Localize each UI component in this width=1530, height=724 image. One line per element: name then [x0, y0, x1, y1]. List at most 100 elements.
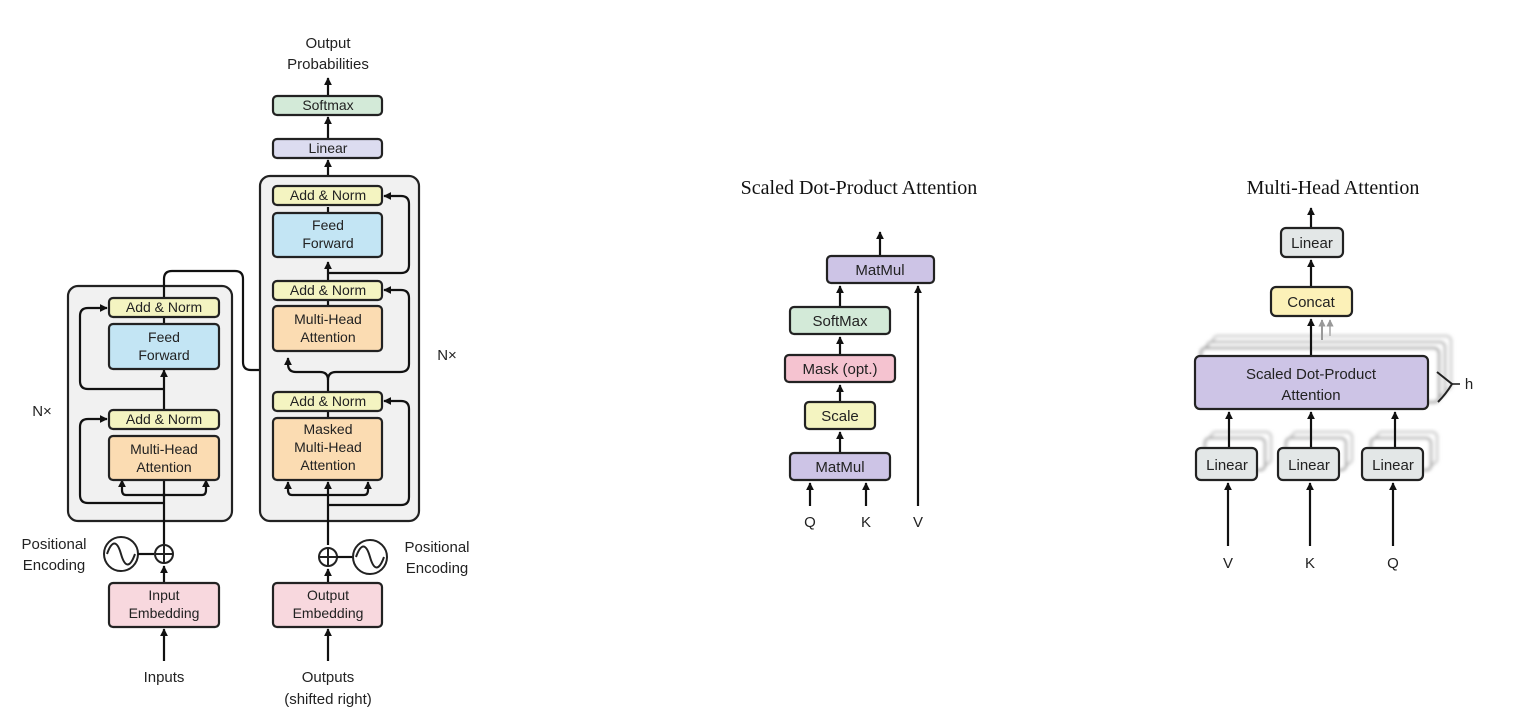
enc-output-to-decoder — [162, 269, 345, 372]
enc-mha-label-2: Attention — [136, 459, 191, 475]
enc-add-norm-bottom-label: Add & Norm — [126, 411, 202, 427]
mha-linear-q-label: Linear — [1372, 457, 1414, 474]
mha-linear-k-label: Linear — [1288, 457, 1330, 474]
encoder-repeat-label: N× — [32, 403, 52, 420]
enc-mha-box — [107, 434, 221, 482]
enc-add-norm-top-box — [107, 296, 221, 319]
sdpa-softmax-box — [788, 305, 892, 336]
dec-feed-forward-label-1: Feed — [312, 217, 344, 233]
sdpa-title: Scaled Dot-Product Attention — [741, 177, 978, 199]
dec-add-norm-top-box — [271, 184, 384, 207]
dec-query-arrow — [284, 357, 330, 381]
sdpa-matmul-top-label: MatMul — [855, 262, 904, 279]
pos-enc-left-label-1: Positional — [21, 536, 86, 553]
enc-residual-2 — [78, 304, 164, 391]
output-embedding-label-2: Embedding — [293, 605, 364, 621]
outputs-label-2: (shifted right) — [284, 691, 372, 708]
dec-add-norm-bottom-box — [271, 390, 384, 413]
mha-linear-v-box — [1194, 446, 1259, 482]
dec-mha-label-1: Multi-Head — [294, 311, 362, 327]
dec-add-norm-bottom-label: Add & Norm — [290, 393, 366, 409]
decoder-repeat-label: N× — [437, 347, 457, 364]
positional-encoding-left: Positional Encoding — [21, 536, 174, 583]
scaled-dot-product-diagram: Scaled Dot-Product Attention MatMul Soft… — [741, 177, 978, 531]
outputs-label-1: Outputs — [302, 669, 355, 686]
mha-linear-v-label: Linear — [1206, 457, 1248, 474]
dec-add-norm-top-label: Add & Norm — [290, 187, 366, 203]
dec-masked-label-1: Masked — [303, 421, 352, 437]
mha-h-label: h — [1465, 376, 1473, 393]
positional-encoding-right: Positional Encoding — [318, 539, 470, 583]
mha-linear-top-box — [1279, 226, 1345, 259]
sdpa-matmul-bottom-label: MatMul — [815, 459, 864, 476]
dec-masked-label-3: Attention — [300, 457, 355, 473]
sdpa-matmul-top-box — [825, 254, 936, 285]
mha-sdpa-label-2: Attention — [1281, 387, 1340, 404]
enc-branch-right — [164, 479, 210, 497]
multi-head-diagram: Multi-Head Attention Linear Concat Scale… — [1193, 177, 1473, 572]
enc-add-norm-top-label: Add & Norm — [126, 299, 202, 315]
enc-feed-forward-label-2: Forward — [138, 347, 189, 363]
sdpa-q-label: Q — [804, 514, 816, 531]
linear-label: Linear — [309, 140, 348, 156]
pos-enc-right-label-2: Encoding — [406, 560, 469, 577]
mha-title: Multi-Head Attention — [1247, 177, 1420, 199]
input-embedding-label-2: Embedding — [129, 605, 200, 621]
output-embedding-box — [271, 581, 384, 629]
sdpa-mask-label: Mask (opt.) — [802, 361, 877, 378]
softmax-label: Softmax — [302, 97, 353, 113]
dec-masked-label-2: Multi-Head — [294, 439, 362, 455]
output-probabilities-label-1: Output — [305, 35, 351, 52]
sdpa-v-label: V — [913, 514, 923, 531]
mha-v-label: V — [1223, 555, 1233, 572]
enc-feed-forward-box — [107, 322, 221, 371]
decoder-block: N× Add & Norm Feed Forward Add & Norm Mu… — [258, 174, 457, 545]
output-probabilities-label-2: Probabilities — [287, 56, 369, 73]
dec-add-norm-mid-label: Add & Norm — [290, 282, 366, 298]
dec-mha-box — [271, 304, 384, 353]
enc-mha-label-1: Multi-Head — [130, 441, 198, 457]
inputs-label: Inputs — [144, 669, 185, 686]
dec-residual-1 — [328, 397, 411, 507]
encoder-container — [66, 284, 234, 523]
output-embedding-label-1: Output — [307, 587, 349, 603]
mha-linear-q-box — [1360, 446, 1425, 482]
mha-q-label: Q — [1387, 555, 1399, 572]
enc-branch-left — [118, 479, 164, 497]
dec-feed-forward-box — [271, 211, 384, 259]
enc-add-norm-bottom-box — [107, 408, 221, 431]
sdpa-scale-box — [803, 400, 877, 431]
mha-k-label: K — [1305, 555, 1315, 572]
input-embedding-label-1: Input — [148, 587, 179, 603]
encoder-block: N× Add & Norm Feed Forward Add & Norm Mu… — [32, 269, 368, 545]
sdpa-softmax-label: SoftMax — [812, 313, 868, 330]
pos-enc-right-label-1: Positional — [404, 539, 469, 556]
enc-residual-1 — [78, 415, 164, 505]
sdpa-k-label: K — [861, 514, 871, 531]
pos-enc-left-label-2: Encoding — [23, 557, 86, 574]
mha-concat-label: Concat — [1287, 294, 1335, 311]
dec-masked-mha-box — [271, 416, 384, 482]
mha-h-bracket — [1436, 371, 1454, 403]
sdpa-matmul-bottom-box — [788, 451, 892, 482]
mha-sdpa-box — [1193, 354, 1430, 411]
dec-residual-3 — [328, 192, 411, 275]
sine-curve — [106, 542, 136, 566]
dec-branch-right — [328, 481, 372, 497]
mha-concat-box — [1269, 285, 1354, 318]
mha-linear-top-label: Linear — [1291, 235, 1333, 252]
transformer-diagram: Output Probabilities Softmax Linear N× — [21, 35, 469, 708]
softmax-box — [271, 94, 384, 117]
sine-curve — [355, 545, 385, 569]
dec-branch-left — [284, 481, 328, 497]
linear-box — [271, 137, 384, 160]
mha-linear-k-box — [1276, 446, 1341, 482]
mha-sdpa-label-1: Scaled Dot-Product — [1246, 366, 1377, 383]
input-embedding-box — [107, 581, 221, 629]
dec-mha-label-2: Attention — [300, 329, 355, 345]
sdpa-scale-label: Scale — [821, 408, 859, 425]
dec-add-norm-mid-box — [271, 279, 384, 302]
enc-feed-forward-label-1: Feed — [148, 329, 180, 345]
sdpa-mask-box — [783, 353, 897, 384]
